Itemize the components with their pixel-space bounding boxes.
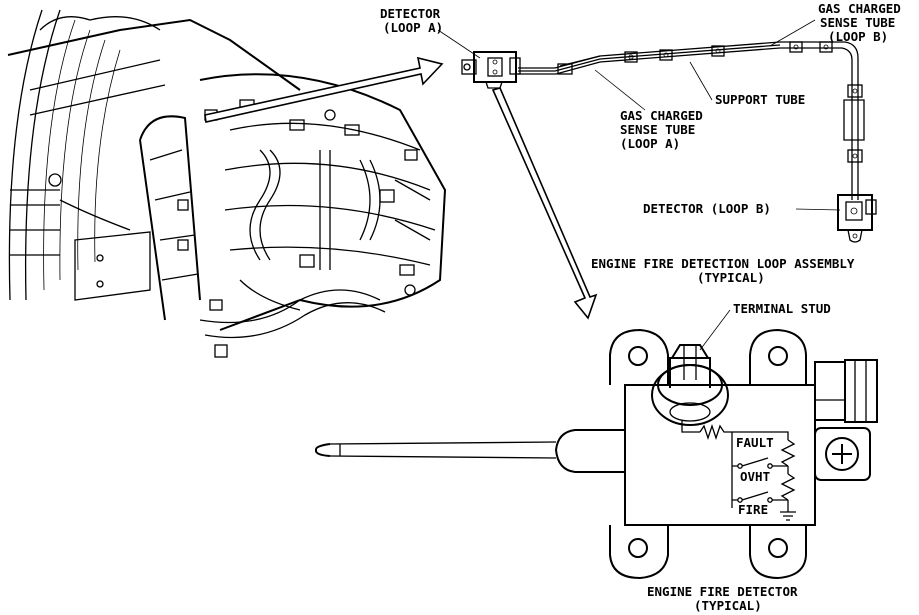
resistor-2 [780,439,796,467]
leader-terminal-stud [699,309,731,351]
probe [314,429,625,473]
tube-clips [557,41,865,163]
label-tube-b-line2: SENSE TUBE [820,15,895,30]
label-detector-a-line2: (LOOP A) [383,20,443,35]
switch-schematic [681,420,796,521]
ground-symbol [780,511,796,521]
resistor-1 [699,423,732,441]
detector-title-line2: (TYPICAL) [694,598,762,613]
leader-tube-b [769,19,816,47]
detector-loop-b [837,194,877,243]
resistor-3 [780,473,796,501]
label-tube-a-line3: (LOOP A) [620,136,680,151]
label-tube-a-line2: SENSE TUBE [620,122,695,137]
label-tube-b-line3: (LOOP B) [828,29,888,44]
detector-closeup [314,309,878,580]
loop-assembly [437,19,877,243]
label-fault: FAULT [736,435,774,450]
label-detector-a-line1: DETECTOR [380,6,441,21]
leader-tube-a [594,69,646,111]
callout-arrow-engine-to-loop [204,56,444,123]
label-support-tube: SUPPORT TUBE [715,92,805,107]
leader-detector-b [795,208,841,211]
label-ovht: OVHT [740,469,770,484]
callout-arrow-to-detector [491,87,598,320]
label-terminal-stud: TERMINAL STUD [733,301,831,316]
terminal-stud [651,344,729,426]
label-tube-b-line1: GAS CHARGED [818,1,901,16]
connector-fitting [814,359,878,481]
label-detector-b: DETECTOR (LOOP B) [643,201,771,216]
detector-loop-a [461,51,521,89]
assembly-title-line1: ENGINE FIRE DETECTION LOOP ASSEMBLY [591,256,855,271]
detector-title-line1: ENGINE FIRE DETECTOR [647,584,798,599]
leader-support-tube [689,61,713,101]
label-fire: FIRE [738,502,768,517]
engine-illustration [7,9,447,358]
label-tube-a-line1: GAS CHARGED [620,108,703,123]
assembly-title-line2: (TYPICAL) [697,270,765,285]
leader-detector-a [437,29,481,59]
